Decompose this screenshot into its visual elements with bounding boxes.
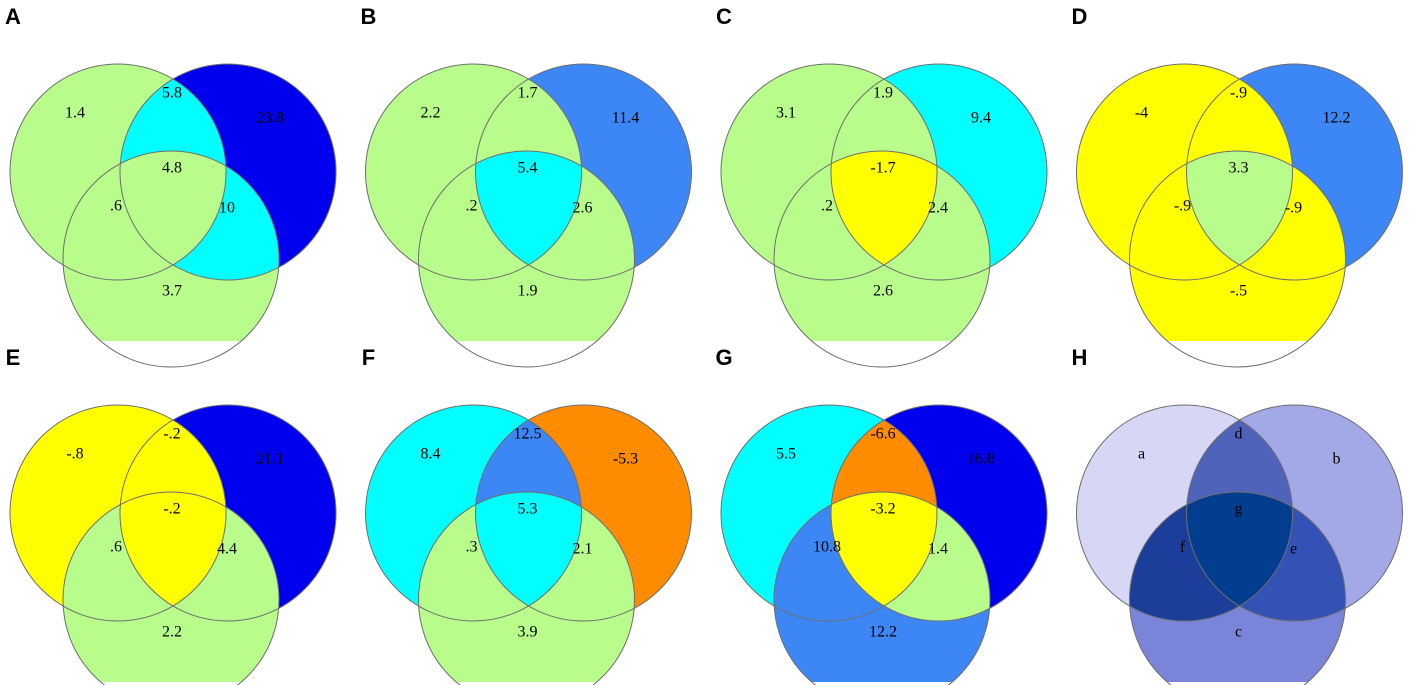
region-f-label: .2 xyxy=(821,198,833,215)
region-e-label: 2.4 xyxy=(928,200,948,217)
region-d-label: 12.5 xyxy=(514,426,542,443)
region-c-label: 3.7 xyxy=(162,283,182,300)
region-a-label: 2.2 xyxy=(421,105,441,122)
venn-panel-e: -.8 21.1 2.2 -.2 4.4 .6 -.2 E xyxy=(6,345,337,685)
circle-outline-2 xyxy=(119,63,337,281)
circle-outline-1 xyxy=(365,404,582,622)
region-g-label: 5.3 xyxy=(518,501,538,518)
circle-outline-2 xyxy=(830,63,1048,281)
circle-outline-2 xyxy=(475,404,692,622)
region-d-label: 1.9 xyxy=(873,85,893,102)
region-b-label: 11.4 xyxy=(612,110,639,127)
venn-panel-f: 8.4 -5.3 3.9 12.5 2.1 .3 5.3 F xyxy=(362,345,692,685)
region-d-label: d xyxy=(1235,426,1243,443)
region-b-label: 16.8 xyxy=(967,451,995,468)
region-f-label: .3 xyxy=(466,539,478,556)
circle-outline-2 xyxy=(119,404,337,622)
region-b-label: 12.2 xyxy=(1323,110,1351,127)
region-f-label: 10.8 xyxy=(813,539,841,556)
region-f-label: .2 xyxy=(466,198,478,215)
circle-outline-1 xyxy=(720,63,938,281)
region-g-label: -.2 xyxy=(163,501,180,518)
venn-panel-g: 5.5 16.8 12.2 -6.6 1.4 10.8 -3.2 G xyxy=(715,345,1048,685)
region-g-label: 4.8 xyxy=(162,160,182,177)
circle-outline-1 xyxy=(720,404,938,622)
venn-panel-d: -4 12.2 -.5 -.9 -.9 -.9 3.3 D xyxy=(1072,4,1403,368)
region-c-label: 2.2 xyxy=(162,624,182,641)
region-a-label: a xyxy=(1138,446,1145,463)
circle-outline-3 xyxy=(1129,150,1346,368)
circle-outline-1 xyxy=(365,63,582,281)
region-f-label: -.9 xyxy=(1174,198,1191,215)
region-e-label: 1.4 xyxy=(928,541,948,558)
region-a-label: -4 xyxy=(1135,105,1148,122)
circle-outline-3 xyxy=(62,491,280,685)
region-e-label: 2.6 xyxy=(573,200,593,217)
region-g-label: -3.2 xyxy=(870,501,895,518)
region-a-label: 3.1 xyxy=(776,105,796,122)
region-b-label: 9.4 xyxy=(971,110,991,127)
region-f-label: .6 xyxy=(110,539,122,556)
circle-outline-1 xyxy=(9,404,227,622)
region-c-label: 1.9 xyxy=(518,283,538,300)
panel-letter: H xyxy=(1072,345,1088,370)
circle-outline-1 xyxy=(9,63,227,281)
panel-letter: G xyxy=(715,345,732,370)
panel-letter: A xyxy=(5,4,21,29)
region-e-label: 10 xyxy=(219,200,235,217)
region-d-label: -.2 xyxy=(163,426,180,443)
circle-outline-1 xyxy=(1076,404,1293,622)
region-d-label: -6.6 xyxy=(870,426,895,443)
region-e-label: 4.4 xyxy=(217,541,237,558)
region-g-label: 5.4 xyxy=(518,160,538,177)
venn-panel-b: 2.2 11.4 1.9 1.7 2.6 .2 5.4 B xyxy=(361,4,692,368)
region-c-label: -.5 xyxy=(1230,283,1247,300)
region-b-label: b xyxy=(1333,451,1341,468)
venn-panel-h: a b c d e f g H xyxy=(1072,345,1403,685)
region-d-label: 1.7 xyxy=(518,85,538,102)
circle-outline-2 xyxy=(1186,404,1403,622)
panel-letter: B xyxy=(361,4,377,29)
region-a-label: -.8 xyxy=(66,446,83,463)
region-a-label: 5.5 xyxy=(776,446,796,463)
venn-panel-a: 1.4 23.8 3.7 5.8 10 .6 4.8 A xyxy=(5,4,337,368)
panel-letter: D xyxy=(1072,4,1088,29)
panel-letter: C xyxy=(716,4,732,29)
region-c-label: 2.6 xyxy=(873,283,893,300)
region-f-label: f xyxy=(1180,539,1186,556)
region-c-label: c xyxy=(1235,624,1242,641)
circle-outline-3 xyxy=(773,491,991,685)
region-d-label: 5.8 xyxy=(162,85,182,102)
region-a-label: 8.4 xyxy=(421,446,441,463)
region-b-label: 23.8 xyxy=(256,110,284,127)
region-c-label: 3.9 xyxy=(518,624,538,641)
region-e-label: -.9 xyxy=(1285,200,1302,217)
region-a-label: 1.4 xyxy=(65,105,85,122)
circle-outline-2 xyxy=(1186,63,1403,281)
region-d-label: -.9 xyxy=(1230,85,1247,102)
circle-outline-3 xyxy=(62,150,280,368)
circle-outline-2 xyxy=(475,63,692,281)
region-b-label: 21.1 xyxy=(256,451,284,468)
panel-letter: F xyxy=(362,345,375,370)
circle-outline-3 xyxy=(773,150,991,368)
region-b-label: -5.3 xyxy=(613,451,638,468)
venn-panel-c: 3.1 9.4 2.6 1.9 2.4 .2 -1.7 C xyxy=(716,4,1048,368)
circle-outline-1 xyxy=(1076,63,1293,281)
region-e-label: 2.1 xyxy=(573,541,593,558)
circle-outline-3 xyxy=(1129,491,1346,685)
region-g-label: g xyxy=(1235,501,1243,518)
region-f-label: .6 xyxy=(110,198,122,215)
region-c-label: 12.2 xyxy=(869,624,897,641)
circle-outline-3 xyxy=(418,150,635,368)
region-e-label: e xyxy=(1290,541,1297,558)
region-g-label: -1.7 xyxy=(870,160,895,177)
region-g-label: 3.3 xyxy=(1229,160,1249,177)
panel-letter: E xyxy=(6,345,21,370)
circle-outline-3 xyxy=(418,491,635,685)
circle-outline-2 xyxy=(830,404,1048,622)
